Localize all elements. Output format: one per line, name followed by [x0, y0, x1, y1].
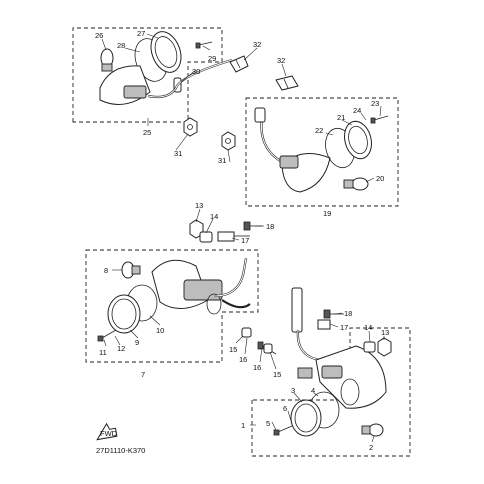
callout-labels: 26 28 27 29 30 32 32 23 24 21 22 20 19 3… [95, 29, 389, 452]
callout-14-right: 14 [364, 323, 372, 332]
nut-13-right [377, 337, 392, 357]
housing-25 [99, 65, 151, 105]
callout-13-left: 13 [195, 201, 203, 210]
callout-29: 29 [208, 54, 216, 63]
callout-26: 26 [95, 31, 103, 40]
callout-27: 27 [137, 29, 145, 38]
callout-13-right: 13 [381, 328, 389, 337]
housing-7 [151, 259, 223, 315]
callout-25: 25 [143, 128, 151, 137]
callout-19: 19 [323, 209, 331, 218]
housing-19 [279, 153, 331, 193]
collar-15-left [241, 327, 252, 338]
nut-31-right [221, 131, 236, 151]
callout-21: 21 [337, 113, 345, 122]
callout-30: 30 [192, 67, 200, 76]
bolt-17-left [217, 231, 250, 242]
callout-23: 23 [371, 99, 379, 108]
callout-8: 8 [104, 266, 108, 275]
callout-17-left: 17 [241, 236, 249, 245]
callout-3: 3 [291, 386, 295, 395]
callout-2: 2 [369, 443, 373, 452]
group-1-outline [251, 327, 411, 457]
drawing-code: 27D1110-K370 [96, 446, 145, 455]
callout-24: 24 [353, 106, 361, 115]
callout-1: 1 [241, 421, 245, 430]
callout-12: 12 [117, 344, 125, 353]
lens-rim-21 [344, 120, 372, 160]
callout-11: 11 [99, 348, 107, 357]
callout-5: 5 [266, 419, 270, 428]
screw-29 [195, 41, 213, 49]
bulb-20 [343, 177, 369, 191]
callout-15-right: 15 [273, 370, 281, 379]
callout-10: 10 [156, 326, 164, 335]
callout-31-left: 31 [174, 149, 182, 158]
bolt-17-right [317, 319, 331, 330]
wire-19 [260, 117, 283, 163]
forward-arrow-label: FWD [100, 429, 118, 438]
screw-5 [273, 425, 293, 436]
bracket-1 [291, 287, 321, 379]
collar-14-right [363, 341, 376, 353]
group-19-outline [245, 97, 399, 207]
bolt-18-right [323, 309, 344, 319]
housing-1 [315, 345, 387, 409]
collar-14-left [199, 231, 213, 243]
bulb-8 [121, 261, 141, 279]
connector-19 [254, 107, 266, 123]
clip-32-left [229, 55, 249, 73]
lens-9 [107, 294, 141, 334]
screw-23 [370, 115, 389, 124]
forward-arrow-icon: FWD [96, 422, 118, 441]
callout-31-right: 31 [218, 156, 226, 165]
callout-28: 28 [117, 41, 125, 50]
callout-17-right: 17 [340, 323, 348, 332]
callout-15-left: 15 [229, 345, 237, 354]
group-7-outline [85, 249, 259, 363]
callout-16-left: 16 [239, 355, 247, 364]
leader-lines [101, 33, 385, 443]
screw-11 [97, 329, 117, 342]
nut-31-left [183, 117, 198, 137]
callout-6: 6 [283, 404, 287, 413]
callout-14-left: 14 [210, 212, 218, 221]
lens-rim-27 [150, 31, 182, 73]
callout-32-left: 32 [253, 40, 261, 49]
callout-16-right: 16 [253, 363, 261, 372]
lens-3 [290, 399, 322, 437]
callout-18-left: 18 [266, 222, 274, 231]
callout-22: 22 [315, 126, 323, 135]
collar-15-right [263, 343, 273, 354]
callout-9: 9 [135, 338, 139, 347]
callout-7: 7 [141, 370, 145, 379]
callout-4: 4 [311, 386, 315, 395]
callout-32-right: 32 [277, 56, 285, 65]
bulb-2 [361, 423, 384, 437]
callout-18-right: 18 [344, 309, 352, 318]
callout-20: 20 [376, 174, 384, 183]
clip-32-right [275, 75, 299, 91]
bulb-26 [100, 48, 114, 72]
